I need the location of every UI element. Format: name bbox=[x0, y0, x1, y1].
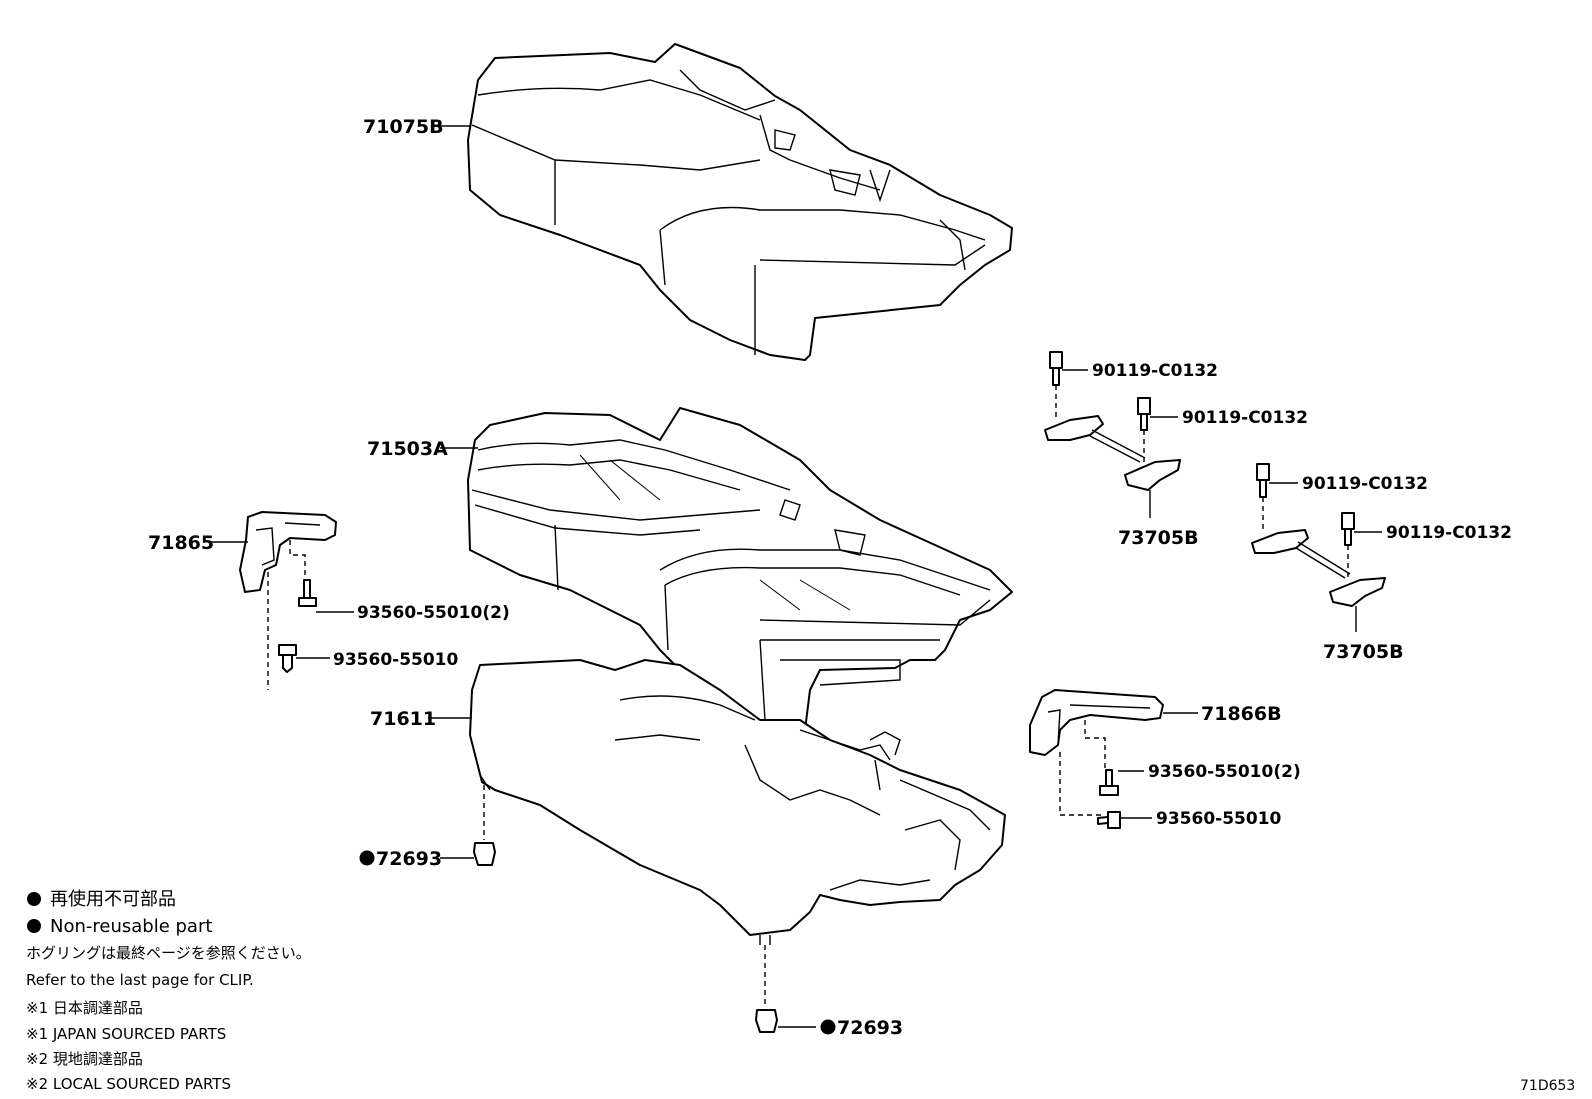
legend-japan-jp: ※1 日本調達部品 bbox=[26, 999, 143, 1017]
label-93560-55010-2-right: 93560-55010(2) bbox=[1148, 762, 1301, 782]
legend-local-en: ※2 LOCAL SOURCED PARTS bbox=[26, 1075, 231, 1093]
legend-bullet-en bbox=[27, 919, 41, 933]
clip-left bbox=[473, 785, 496, 866]
seat-cushion-pad bbox=[467, 407, 1013, 731]
label-72693-bottom: 72693 bbox=[837, 1017, 903, 1039]
legend: 再使用不可部品 Non-reusable part ホグリングは最終ページを参照… bbox=[26, 889, 311, 1093]
non-reusable-marker-left bbox=[359, 850, 375, 866]
screw-left-lower bbox=[278, 644, 297, 673]
legend-non-reusable-jp: 再使用不可部品 bbox=[50, 889, 176, 910]
legend-local-jp: ※2 現地調達部品 bbox=[26, 1050, 143, 1068]
legend-non-reusable-en: Non-reusable part bbox=[50, 916, 212, 937]
screw-left-upper bbox=[298, 579, 317, 607]
seat-striker-lower bbox=[1251, 463, 1386, 607]
label-90119-c0132-d: 90119-C0132 bbox=[1386, 523, 1512, 543]
screw-right-upper bbox=[1099, 769, 1119, 796]
seat-striker-upper bbox=[1044, 351, 1181, 491]
label-90119-c0132-a: 90119-C0132 bbox=[1092, 361, 1218, 381]
label-71866b: 71866B bbox=[1201, 703, 1282, 725]
seat-cushion-pan bbox=[469, 659, 1006, 945]
label-71865: 71865 bbox=[148, 532, 214, 554]
label-71075b: 71075B bbox=[363, 116, 444, 138]
legend-bullet-jp bbox=[27, 892, 41, 906]
label-93560-55010-left: 93560-55010 bbox=[333, 650, 459, 670]
seat-cushion-cover bbox=[467, 43, 1013, 361]
screw-right-lower bbox=[1097, 811, 1121, 829]
label-71503a: 71503A bbox=[367, 438, 448, 460]
label-71611: 71611 bbox=[370, 708, 436, 730]
right-bracket bbox=[1029, 689, 1164, 816]
label-90119-c0132-c: 90119-C0132 bbox=[1302, 474, 1428, 494]
label-93560-55010-2-left: 93560-55010(2) bbox=[357, 603, 510, 623]
label-72693-left: 72693 bbox=[376, 848, 442, 870]
left-bracket bbox=[239, 511, 337, 690]
diagram-code: 71D653 bbox=[1520, 1078, 1575, 1094]
legend-japan-en: ※1 JAPAN SOURCED PARTS bbox=[26, 1025, 226, 1043]
label-73705b-lower: 73705B bbox=[1323, 641, 1404, 663]
label-73705b-upper: 73705B bbox=[1118, 527, 1199, 549]
non-reusable-marker-bottom bbox=[820, 1019, 836, 1035]
legend-clip-ref-en: Refer to the last page for CLIP. bbox=[26, 971, 254, 989]
leader-lines bbox=[208, 125, 1382, 1028]
label-93560-55010-right: 93560-55010 bbox=[1156, 809, 1282, 829]
legend-clip-ref-jp: ホグリングは最終ページを参照ください。 bbox=[26, 944, 311, 962]
clip-bottom bbox=[755, 945, 778, 1033]
label-90119-c0132-b: 90119-C0132 bbox=[1182, 408, 1308, 428]
